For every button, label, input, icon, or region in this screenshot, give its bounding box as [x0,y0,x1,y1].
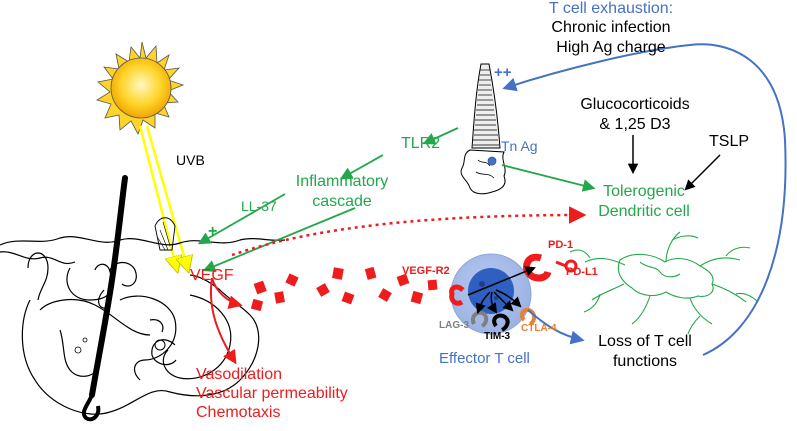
dendritic-cell-illustration [569,231,759,335]
uvb-label: UVB [176,152,205,168]
inflammatory-line2: cascade [312,193,372,210]
pdl1-ligand [564,259,578,273]
vascular-permeability-label: Vascular permeability [196,385,348,402]
glucocorticoids-line1: Glucocorticoids [580,96,690,113]
tn-antigen-dot [487,156,497,166]
tslp-label: TSLP [709,133,750,150]
loss-line2: functions [612,353,678,370]
lag3-receptor [471,310,489,328]
vegf-label: VEGF [190,267,234,284]
vegfr2-receptor [449,284,465,306]
vasodilation-label: Vasodilation [196,366,282,383]
lag3-label: LAG-3 [439,320,469,331]
plus-plus-label: ++ [494,64,512,81]
effector-label: Effector T cell [439,350,530,367]
ctla4-receptor [519,307,537,326]
sun-icon [96,41,185,135]
vegf-fragments [250,266,438,312]
uvb-rays [138,125,188,270]
ll37-label: LL-37 [241,198,277,214]
exhaustion-line1: Chronic infection [551,19,671,36]
tolerogenic-line2: Dendritic cell [598,203,690,220]
tim3-receptor [492,313,510,332]
tim3-label: TIM-3 [484,331,511,342]
inflammatory-line1: Inflammatory [295,173,389,190]
signaling-arrows [467,266,536,314]
loss-line1: Loss of T cell [598,333,692,350]
pd1-label: PD-1 [548,239,574,251]
vegfr2-label: VEGF-R2 [402,265,450,277]
parasite-illustration [460,63,506,195]
glucocorticoids-line2: & 1,25 D3 [599,116,671,133]
arrows [197,43,787,365]
hair-follicle [81,175,128,422]
pdl1-label: PD-L1 [566,266,598,278]
chemotaxis-label: Chemotaxis [196,404,281,421]
pd1-receptor [523,253,552,282]
plus-label: + [208,223,218,240]
ctla4-label: CTLA-4 [521,323,557,334]
exhaustion-line2: High Ag charge [556,39,666,56]
tlr2-label: TLR2 [401,135,441,152]
exhaustion-title: T cell exhaustion: [548,0,674,17]
tn-ag-label: Tn Ag [501,138,538,154]
pdl1-stem [555,260,567,268]
tolerogenic-line1: Tolerogenic [603,183,685,200]
